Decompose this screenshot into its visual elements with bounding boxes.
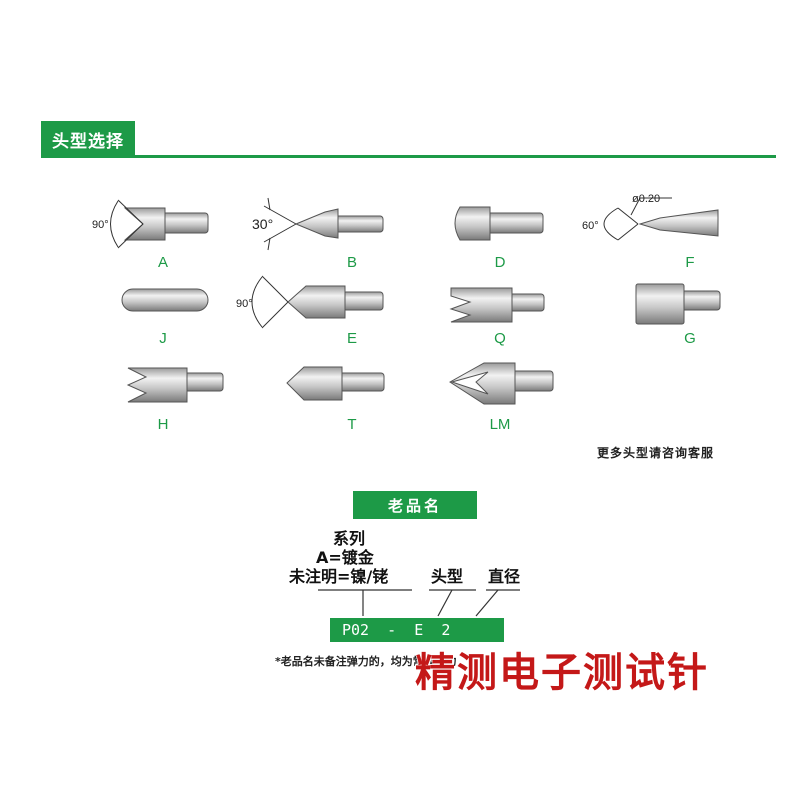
tip-j-drawing [121,288,209,312]
tip-f-angle-marker [603,197,672,241]
tip-d-drawing [454,206,544,241]
tip-label-j: J [159,330,167,347]
tip-label-a: A [157,254,169,271]
tip-type-label: 头型 [431,567,464,586]
tip-label-g: G [684,330,696,347]
tip-f-angle: 60° [582,220,599,232]
tip-a-angle: 90° [92,219,109,231]
tip-label-b: B [346,254,358,271]
tip-a-drawing [123,207,209,241]
tip-label-h: H [157,416,169,433]
tip-f-drawing [638,209,719,237]
section-divider [41,155,776,158]
tip-label-d: D [494,254,506,271]
section-title: 头型选择 [52,131,124,152]
tip-a-angle-marker [110,199,144,249]
tip-label-f: F [685,254,695,271]
watermark: 精测电子测试针 [415,649,709,696]
old-name-code-text: P02 - E 2 [342,621,451,639]
old-name-badge: 老品名 [353,491,477,519]
diameter-label: 直径 [488,567,521,586]
tip-label-lm: LM [489,416,511,433]
tip-f-diameter: ø0.20 [632,193,661,205]
tip-e-drawing [287,285,384,319]
tip-e-angle-marker [251,275,289,329]
tip-q-drawing [449,287,545,323]
section-header: 头型选择 [41,121,135,157]
plating-gold-label: A=镀金 [316,548,374,567]
tip-lm-drawing [449,362,554,405]
tip-b-angle-marker [263,197,297,251]
tip-b-drawing [294,208,384,239]
series-label: 系列 [333,529,366,548]
code-leader-lines [318,589,520,617]
tip-label-t: T [347,416,357,433]
tip-e-angle: 90° [236,298,253,310]
old-name-title: 老品名 [387,496,442,515]
plating-default-label: 未注明=镍/铑 [289,567,389,586]
tip-t-drawing [286,366,385,401]
more-tips-note: 更多头型请咨询客服 [597,446,715,460]
tip-label-e: E [346,330,358,347]
tip-h-drawing [126,367,224,403]
tip-b-angle: 30° [252,216,274,232]
footnote: *老品名未备注弹力的，均为常规弹力 [275,655,457,668]
tip-label-q: Q [494,330,506,347]
tip-g-drawing [635,283,721,325]
old-name-code: P02 - E 2 [330,618,504,642]
